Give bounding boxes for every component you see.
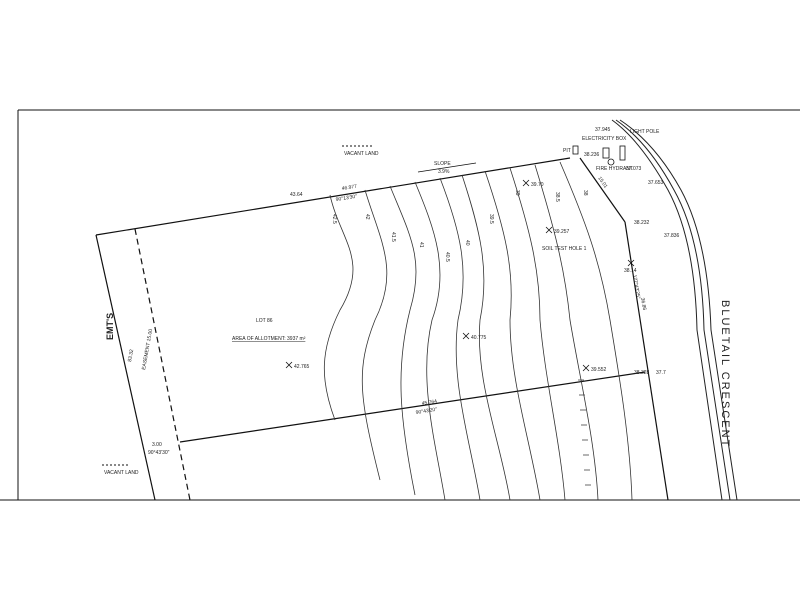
left-offset-label: 3.00	[152, 442, 162, 448]
spot-level: 40.775	[471, 335, 487, 341]
slope-percent-label: 3.9%	[438, 169, 450, 175]
spot-level: 39.552	[591, 367, 607, 373]
easements-label: EMT'S	[105, 313, 115, 340]
spot-level: 43.64	[290, 192, 303, 198]
spot-level: 37.7	[656, 370, 666, 376]
road-name-label: BLUETAIL CRESCENT	[719, 300, 731, 448]
bottom-bearing-label: 90°43'20"	[415, 407, 437, 416]
slope-label: SLOPE	[434, 161, 451, 167]
service-symbols	[572, 145, 626, 166]
slope-arrow	[417, 162, 477, 173]
spot-level: 38.236	[584, 152, 600, 158]
light-pole-icon	[619, 145, 626, 161]
spot-level: 42.765	[294, 364, 310, 370]
left-offset-bearing-label: 90°43'30"	[148, 450, 170, 456]
right-bearing-label: 177°43'25"	[631, 274, 641, 299]
contour-label: 38.5	[554, 192, 560, 202]
contour-label: 42	[364, 214, 370, 220]
bottom-length-label: 45.764	[421, 399, 437, 407]
spot-level: 38.232	[634, 220, 650, 226]
contour-label: 42.5	[331, 214, 337, 224]
electricity-box-icon	[602, 147, 610, 159]
spot-level: 37.073	[626, 166, 642, 172]
spot-level: 38.14	[624, 268, 637, 274]
top-length-label: 46.977	[341, 184, 357, 192]
spot-markers	[285, 179, 635, 372]
contour-label: 38	[582, 190, 588, 196]
left-length-label: 83.32	[127, 349, 135, 363]
spot-level: 37.653	[648, 180, 664, 186]
spot-level: 37.836	[664, 233, 680, 239]
contour-label: 40	[464, 240, 470, 246]
spot-level: 38.328	[634, 370, 650, 376]
contour-label: 39	[514, 190, 520, 196]
sheet-border	[0, 109, 800, 501]
soil-test-label: SOIL TEST HOLE 1	[542, 246, 587, 252]
spot-level: 39.257	[554, 229, 570, 235]
electricity-box-label: ELECTRICITY BOX	[582, 136, 627, 142]
vacant-land-bottom-label: VACANT LAND	[104, 470, 139, 476]
road-edges	[611, 119, 738, 501]
survey-ticks	[578, 379, 591, 486]
lot-label: LOT 86	[256, 318, 273, 324]
right-length-label: 36.86	[639, 297, 647, 311]
pit-label: PIT	[563, 148, 571, 154]
contour-label: 39.5	[488, 214, 494, 224]
contour-label: 41	[418, 242, 424, 248]
pit-icon	[572, 145, 579, 155]
vacant-land-top-label: VACANT LAND	[344, 151, 379, 157]
area-label: AREA OF ALLOTMENT: 3937 m²	[232, 336, 306, 342]
light-pole-label: LIGHT POLE	[630, 129, 660, 135]
land-hatch-marks	[102, 145, 372, 466]
spot-level: 37.945	[595, 127, 611, 133]
top-bearing-label: 90°13'30"	[335, 194, 357, 203]
contour-label: 40.5	[444, 252, 450, 262]
contour-label: 41.5	[390, 232, 396, 242]
lot-boundary	[95, 157, 669, 501]
spot-level: 39.70	[531, 182, 544, 188]
fire-hydrant-label: FIRE HYDRANT	[596, 166, 633, 172]
fire-hydrant-icon	[607, 158, 615, 166]
contour-lines	[323, 161, 633, 501]
